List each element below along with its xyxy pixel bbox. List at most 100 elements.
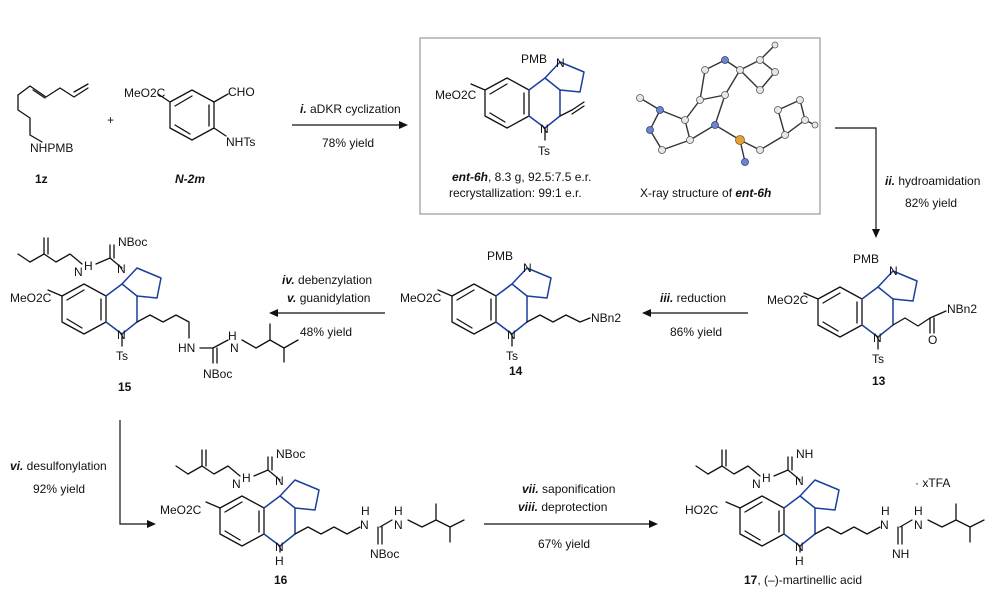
arrow-step-iv-v: [269, 309, 385, 317]
step-v-yield: 48% yield: [300, 325, 352, 339]
step-iii-yield: 86% yield: [670, 325, 722, 339]
atom-ts-ent6h: Ts: [538, 144, 550, 158]
label-n2m: N-2m: [175, 172, 205, 186]
arrow-step-vii-viii: [484, 520, 658, 528]
compound-14-structure: MeO2C PMB N N Ts NBn2: [400, 249, 621, 363]
step-iii-label: iii. reduction: [660, 291, 726, 305]
ent6h-recrystallization: recrystallization: 99:1 e.r.: [449, 186, 582, 200]
atom-h4-17: H: [914, 504, 923, 518]
label-14: 14: [509, 364, 523, 378]
atom-n-15g: N: [74, 265, 83, 279]
ent-6h-box: [419, 37, 821, 215]
atom-h2-16: H: [275, 554, 284, 568]
compound-13-structure: MeO2C PMB N N Ts O NBn2: [767, 252, 977, 366]
atom-h-15: H: [84, 259, 93, 273]
atom-n-17: N: [795, 474, 804, 488]
atom-h-17: H: [762, 471, 771, 485]
step-v-label: v. guanidylation: [287, 291, 370, 305]
atom-hn-15: HN: [178, 341, 195, 355]
atom-pmb-ent6h: PMB: [521, 52, 547, 66]
step-vii-label: vii. saponification: [522, 482, 615, 496]
xray-caption: X-ray structure of ent-6h: [640, 186, 771, 200]
atom-n-13: N: [889, 264, 898, 278]
atom-n2-ent6h: N: [540, 122, 549, 136]
ent6h-caption: ent-6h, 8.3 g, 92.5:7.5 e.r.: [452, 170, 591, 184]
atom-n-16g: N: [232, 477, 241, 491]
atom-n-14: N: [523, 261, 532, 275]
atom-n2-17: N: [795, 540, 804, 554]
arrow-step-ii: [835, 127, 880, 238]
atom-n4-16: N: [394, 518, 403, 532]
step-viii-label: viii. deprotection: [518, 500, 607, 514]
label-13: 13: [872, 374, 886, 388]
atom-h-16: H: [242, 471, 251, 485]
atom-n2-16: N: [275, 540, 284, 554]
atom-ts-13: Ts: [872, 352, 884, 366]
step-vi-label: vi. desulfonylation: [10, 459, 107, 473]
atom-n3-16: N: [360, 518, 369, 532]
step-ii-label: ii. hydroamidation: [885, 174, 980, 188]
label-16: 16: [274, 573, 288, 587]
atom-nboc-15a: NBoc: [118, 235, 147, 249]
atom-nbn2-14: NBn2: [591, 311, 621, 325]
atom-meo2c-13: MeO2C: [767, 293, 809, 307]
atom-n3-15: N: [230, 341, 239, 355]
arrow-step-i: [292, 121, 408, 129]
compound-15-structure: MeO2C NBoc H N N N Ts HN H N NBoc: [10, 235, 299, 381]
atom-meo2c-n2m: MeO2C: [124, 86, 166, 100]
atom-nbn2-13: NBn2: [947, 302, 977, 316]
atom-n-16: N: [275, 474, 284, 488]
atom-meo2c-14: MeO2C: [400, 291, 442, 305]
atom-nboc-16a: NBoc: [276, 447, 305, 461]
step-ii-yield: 82% yield: [905, 196, 957, 210]
arrow-step-iii: [642, 309, 748, 317]
atom-n-17g: N: [752, 477, 761, 491]
step-iv-label: iv. debenzylation: [282, 273, 372, 287]
salt-xtfa: · xTFA: [915, 476, 950, 490]
atom-nh-17b: NH: [892, 547, 909, 561]
atom-n4-17: N: [914, 518, 923, 532]
arrow-step-vi: [119, 420, 156, 528]
atom-n3-17: N: [880, 518, 889, 532]
step-viii-yield: 67% yield: [538, 537, 590, 551]
atom-cho-n2m: CHO: [228, 85, 255, 99]
atom-nboc-15b: NBoc: [203, 367, 232, 381]
xray-structure-image: [636, 41, 819, 166]
atom-pmb-13: PMB: [853, 252, 879, 266]
atom-h3-17: H: [881, 504, 890, 518]
atom-h4-16: H: [394, 504, 403, 518]
step-i-label: i. aDKR cyclization: [300, 102, 401, 116]
atom-nh-17a: NH: [796, 447, 813, 461]
atom-meo2c-16: MeO2C: [160, 503, 202, 517]
plus-sign: +: [107, 113, 114, 127]
compound-1z-structure: NHPMB: [17, 83, 89, 155]
atom-ts-14: Ts: [506, 349, 518, 363]
atom-n-ent6h: N: [556, 56, 565, 70]
atom-n2-15: N: [117, 328, 126, 342]
atom-nhts-n2m: NHTs: [226, 135, 255, 149]
atom-o-13: O: [928, 333, 937, 347]
atom-pmb-14: PMB: [487, 249, 513, 263]
atom-n-15: N: [117, 262, 126, 276]
step-i-yield: 78% yield: [322, 136, 374, 150]
atom-n2-14: N: [507, 328, 516, 342]
atom-meo2c-ent6h: MeO2C: [435, 88, 477, 102]
atom-h3-16: H: [361, 504, 370, 518]
compound-16-structure: MeO2C NBoc H N N N H H N H N NBoc: [160, 447, 465, 568]
label-1z: 1z: [35, 172, 48, 186]
atom-nhpmb-1z: NHPMB: [30, 141, 73, 155]
label-17: 17, (–)-martinellic acid: [744, 573, 862, 587]
step-vi-yield: 92% yield: [33, 482, 85, 496]
atom-ts-15: Ts: [116, 349, 128, 363]
compound-17-structure: HO2C NH H N N N H H N H N NH · xTFA: [685, 447, 985, 568]
atom-ho2c-17: HO2C: [685, 503, 719, 517]
compound-ent6h-structure: MeO2C PMB N N Ts: [435, 52, 585, 158]
atom-nboc-16b: NBoc: [370, 547, 399, 561]
atom-meo2c-15: MeO2C: [10, 291, 52, 305]
compound-n2m-structure: MeO2C CHO NHTs: [124, 85, 255, 149]
label-15: 15: [118, 380, 132, 394]
atom-h2-17: H: [795, 554, 804, 568]
atom-n2-13: N: [873, 331, 882, 345]
atom-h2-15: H: [228, 329, 237, 343]
